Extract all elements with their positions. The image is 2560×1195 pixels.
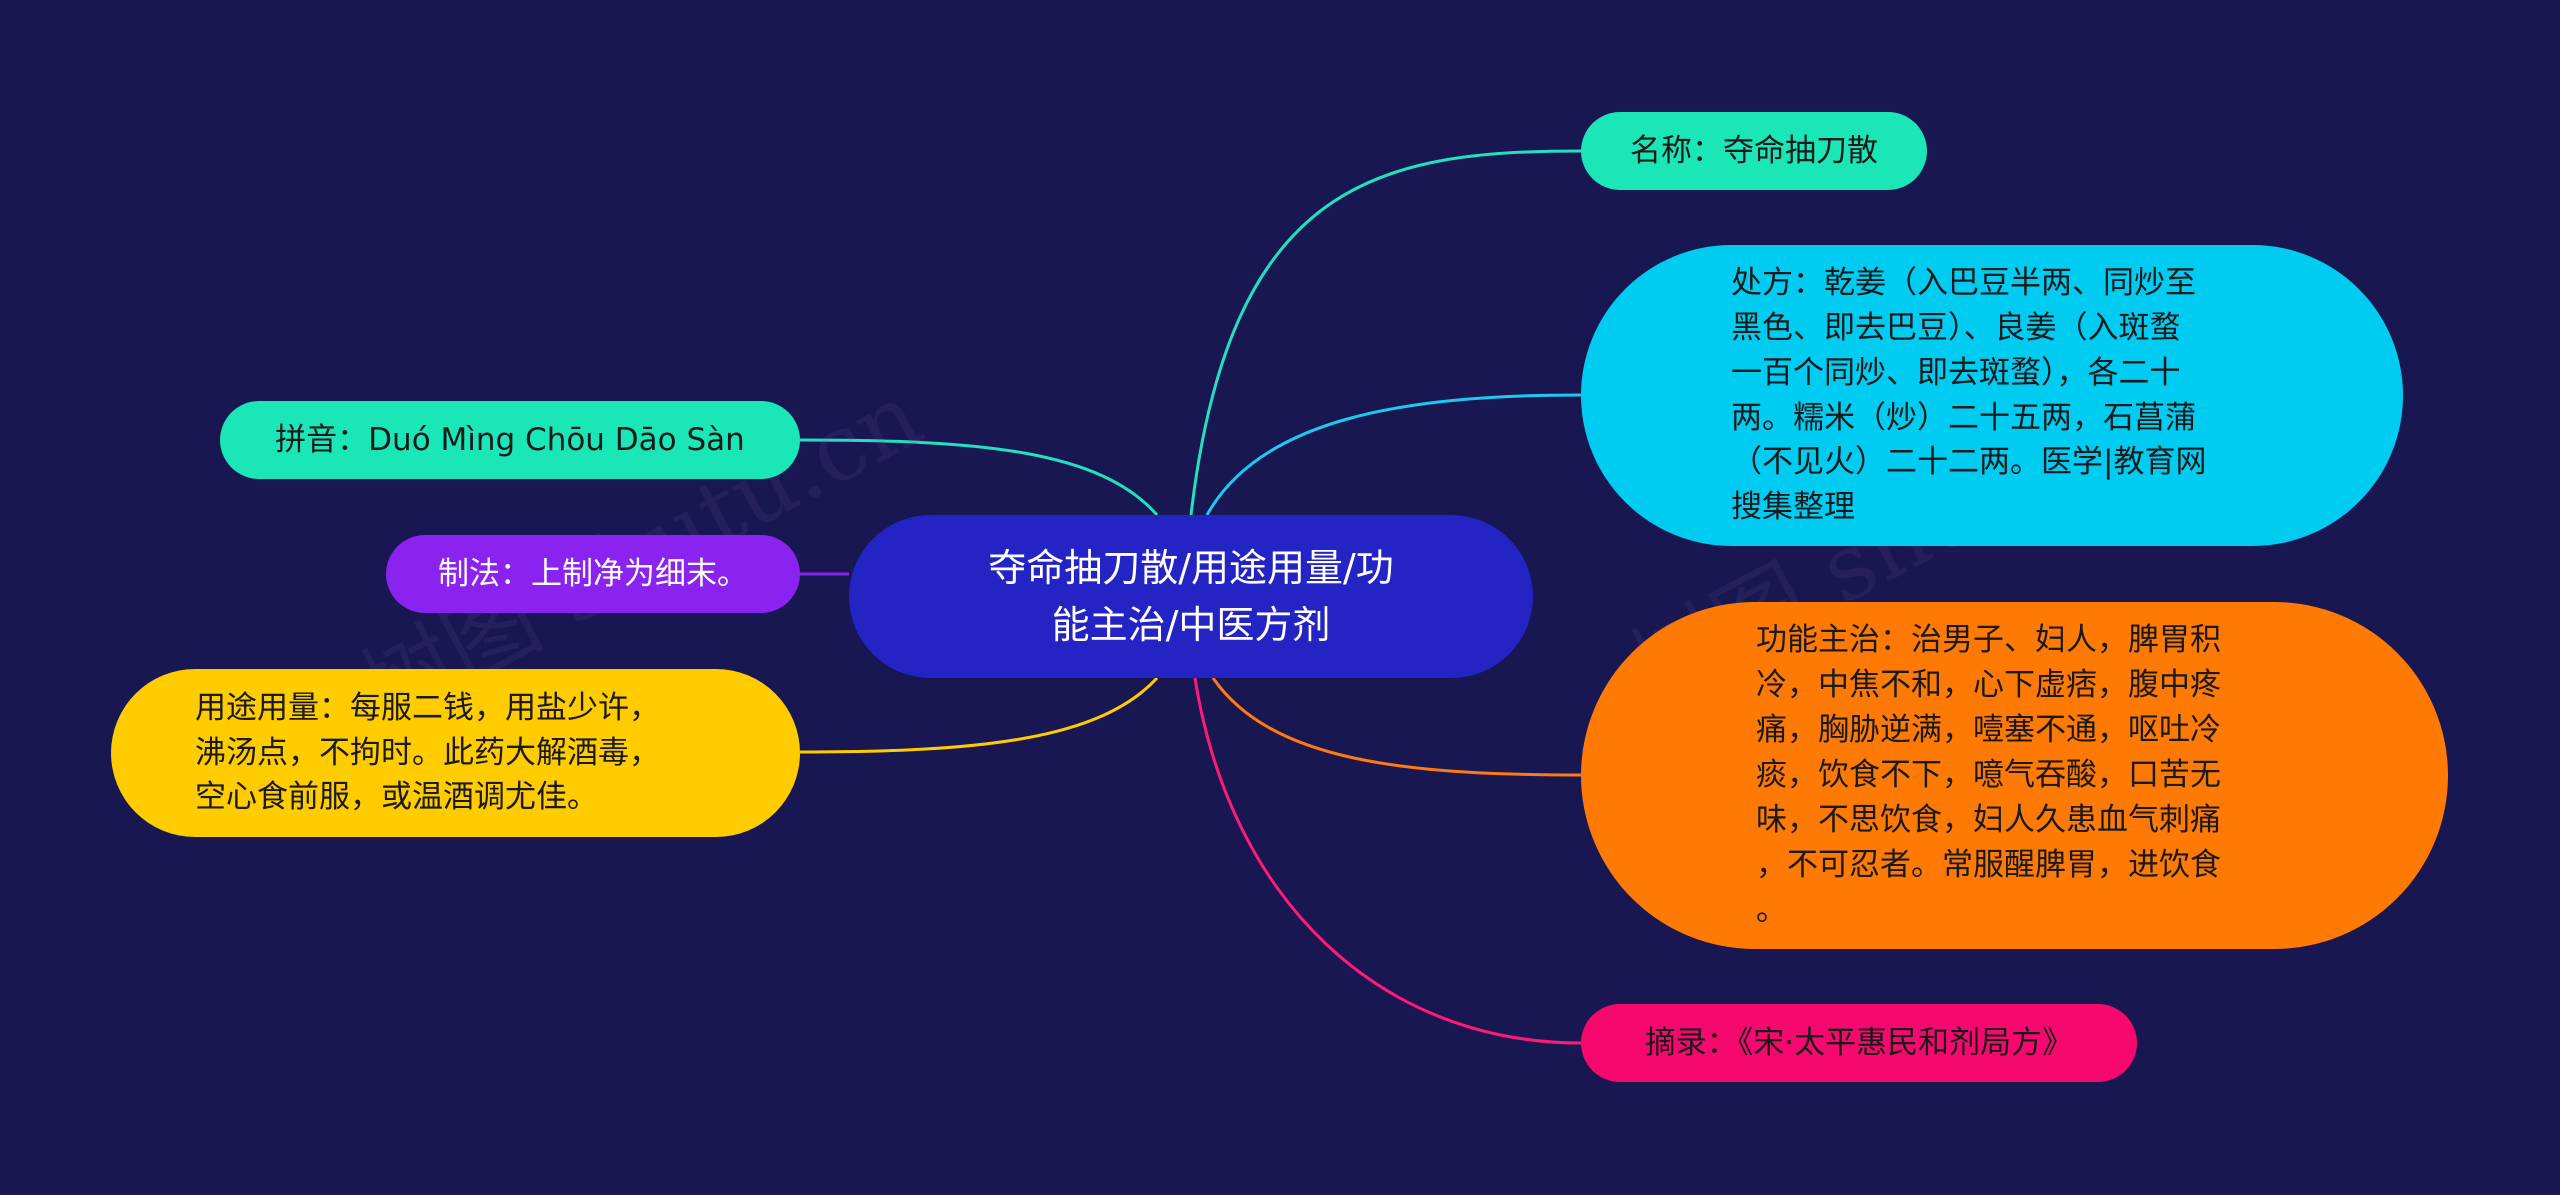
central-topic[interactable]: 夺命抽刀散/用途用量/功 能主治/中医方剂 [849,515,1533,678]
topic-name-label: 名称：夺命抽刀散 [1630,132,1878,169]
connector-pinyin [799,438,1159,516]
topic-usage[interactable]: 用途用量：每服二钱，用盐少许， 沸汤点，不拘时。此药大解酒毒， 空心食前服，或温… [111,669,800,837]
topic-usage-label: 用途用量：每服二钱，用盐少许， 沸汤点，不拘时。此药大解酒毒， 空心食前服，或温… [195,689,660,816]
topic-source[interactable]: 摘录：《宋·太平惠民和剂局方》 [1581,1004,2137,1082]
connector-source [1193,677,1582,1045]
topic-recipe-label: 处方：乾姜（入巴豆半两、同炒至 黑色、即去巴豆）、良姜（入斑蝥 一百个同炒、即去… [1731,264,2207,526]
topic-recipe[interactable]: 处方：乾姜（入巴豆半两、同炒至 黑色、即去巴豆）、良姜（入斑蝥 一百个同炒、即去… [1581,245,2403,546]
connector-func [1211,677,1582,777]
topic-pinyin[interactable]: 拼音：Duó Mìng Chōu Dāo Sàn [220,401,800,479]
topic-method-label: 制法：上制净为细末。 [438,555,748,592]
topic-function[interactable]: 功能主治：治男子、妇人，脾胃积 冷，中焦不和，心下虚痞，腹中疼 痛，胸胁逆满，噎… [1581,602,2448,949]
connector-usage [799,676,1159,754]
topic-method[interactable]: 制法：上制净为细末。 [386,535,800,613]
topic-pinyin-label: 拼音：Duó Mìng Chōu Dāo Sàn [275,421,745,458]
topic-name[interactable]: 名称：夺命抽刀散 [1581,112,1927,190]
topic-source-label: 摘录：《宋·太平惠民和剂局方》 [1644,1024,2074,1061]
connector-name [1189,149,1582,516]
connector-recipe [1205,393,1582,516]
topic-function-label: 功能主治：治男子、妇人，脾胃积 冷，中焦不和，心下虚痞，腹中疼 痛，胸胁逆满，噎… [1756,622,2221,928]
central-topic-label: 夺命抽刀散/用途用量/功 能主治/中医方剂 [988,545,1394,647]
